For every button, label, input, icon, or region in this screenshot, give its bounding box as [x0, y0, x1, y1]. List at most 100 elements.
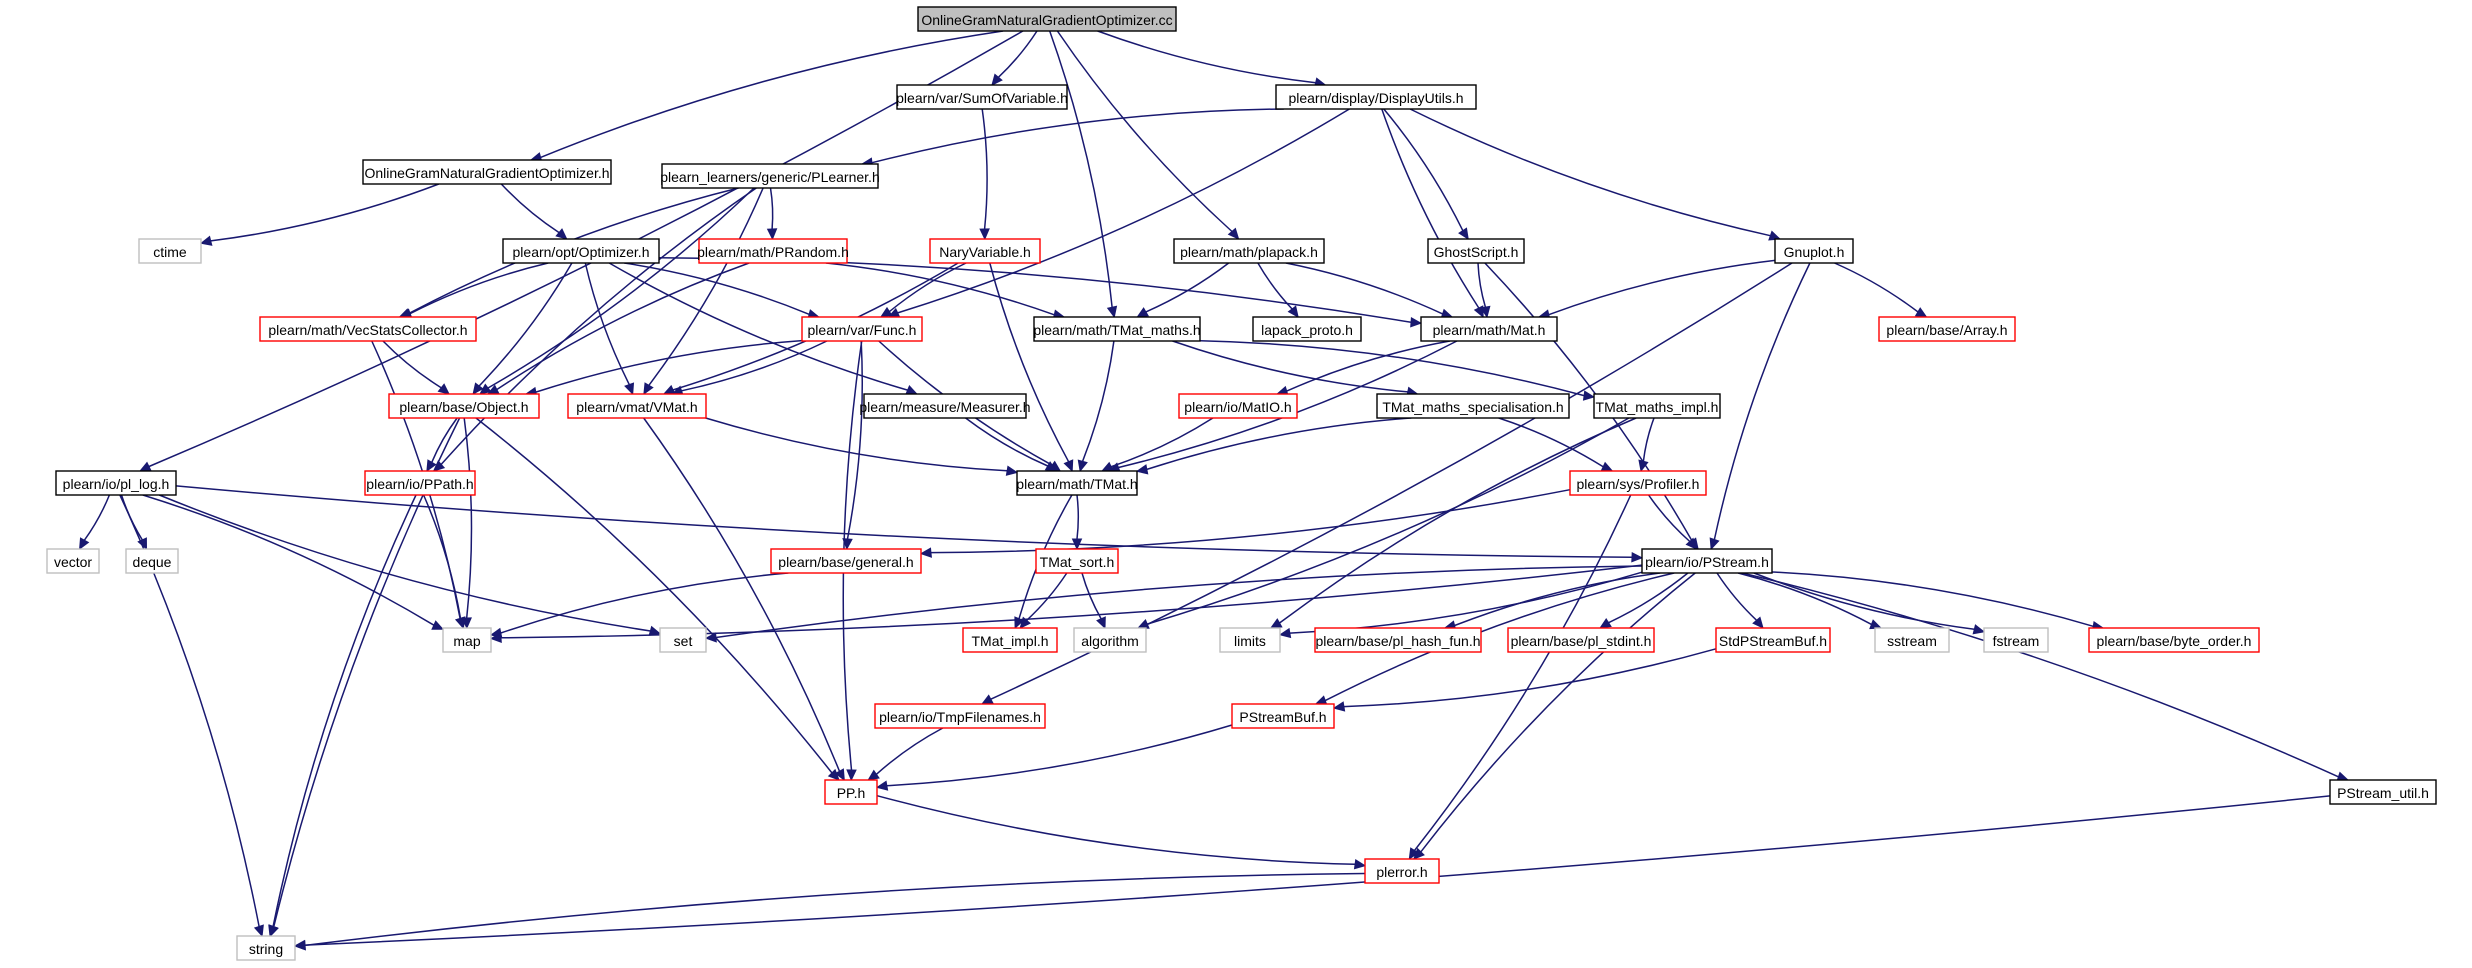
edge-displayutils-to-mat: [1381, 108, 1480, 309]
arrowhead-ppath-to-string: [268, 924, 279, 938]
edge-tmatmaths-to-tmatspec: [1172, 340, 1408, 393]
node-plearner[interactable]: plearn_learners/generic/PLearner.h: [660, 163, 880, 189]
node-label-tmatsort: TMat_sort.h: [1040, 554, 1115, 570]
node-box-sstream: [1874, 627, 1950, 653]
node-tmatsort[interactable]: TMat_sort.h: [1035, 548, 1119, 574]
arrowhead-pstream-to-stdpsbuf: [1752, 616, 1764, 629]
edge-root-to-tmatmaths: [1048, 30, 1113, 308]
arrowhead-vmat-to-tmat: [1005, 465, 1019, 476]
node-tmpfilenames[interactable]: plearn/io/TmpFilenames.h: [874, 703, 1046, 729]
node-pllog[interactable]: plearn/io/pl_log.h: [55, 470, 177, 496]
node-label-lapack: lapack_proto.h: [1261, 322, 1353, 338]
node-naryvar[interactable]: NaryVariable.h: [929, 238, 1041, 264]
edge-gnuplot-to-array: [1834, 262, 1919, 313]
arrowhead-plearner-to-vmat: [643, 382, 654, 396]
node-label-tmatspec: TMat_maths_specialisation.h: [1382, 399, 1563, 415]
node-ppath[interactable]: plearn/io/PPath.h: [364, 470, 476, 496]
edge-prandom-to-tmatmaths: [825, 262, 1055, 316]
edge-profiler-to-plerror: [1413, 494, 1632, 851]
node-tmat[interactable]: plearn/math/TMat.h: [1016, 470, 1138, 496]
node-plapack[interactable]: plearn/math/plapack.h: [1173, 238, 1325, 264]
arrowhead-tmatsort-to-algorithm: [1096, 616, 1106, 630]
node-byteorder[interactable]: plearn/base/byte_order.h: [2088, 627, 2260, 653]
node-func[interactable]: plearn/var/Func.h: [801, 316, 923, 342]
node-root[interactable]: OnlineGramNaturalGradientOptimizer.cc: [917, 6, 1177, 32]
edge-plearner-to-object: [487, 187, 755, 389]
node-stdpsbuf[interactable]: StdPStreamBuf.h: [1715, 627, 1831, 653]
node-set: set: [659, 627, 707, 653]
node-tmatmaths[interactable]: plearn/math/TMat_maths.h: [1033, 316, 1201, 342]
edge-pstream-to-stdpsbuf: [1716, 572, 1758, 621]
node-label-psbuf: PStreamBuf.h: [1239, 709, 1326, 725]
node-box-vector: [46, 548, 100, 574]
edge-optimizer-to-func: [624, 262, 810, 315]
edge-object-to-pp: [475, 417, 833, 774]
node-pstreamutil[interactable]: PStream_util.h: [2329, 779, 2437, 805]
node-prandom[interactable]: plearn/math/PRandom.h: [697, 238, 849, 264]
node-pstream[interactable]: plearn/io/PStream.h: [1641, 548, 1773, 574]
edge-general-to-map: [500, 572, 789, 634]
node-box-map: [442, 627, 492, 653]
node-hashfun[interactable]: plearn/base/pl_hash_fun.h: [1314, 627, 1482, 653]
node-label-pstream: plearn/io/PStream.h: [1645, 554, 1769, 570]
node-tmatimpl[interactable]: TMat_impl.h: [962, 627, 1058, 653]
node-label-naryvar: NaryVariable.h: [939, 244, 1031, 260]
node-box-general: [770, 548, 922, 574]
node-measurer[interactable]: plearn/measure/Measurer.h: [859, 393, 1031, 419]
edge-ppath-to-map: [422, 494, 462, 619]
node-label-sstream: sstream: [1887, 633, 1937, 649]
arrowhead-pllog-to-vector: [79, 537, 90, 551]
node-box-tmatsort: [1035, 548, 1119, 574]
edge-pstream-to-stdint: [1608, 572, 1689, 624]
edge-func-to-vmat: [681, 340, 828, 392]
arrowhead-optimizer-to-vmat: [624, 382, 635, 396]
node-pp[interactable]: PP.h: [824, 779, 878, 805]
arrowhead-tmpfilenames-to-pp: [867, 769, 880, 781]
node-object[interactable]: plearn/base/Object.h: [388, 393, 540, 419]
node-vecstats[interactable]: plearn/math/VecStatsCollector.h: [259, 316, 477, 342]
node-profiler[interactable]: plearn/sys/Profiler.h: [1569, 470, 1707, 496]
node-displayutils[interactable]: plearn/display/DisplayUtils.h: [1275, 84, 1477, 110]
edge-tmatmaths-to-tmatimplh: [1199, 340, 1585, 397]
arrowhead-root-to-plapack: [1227, 227, 1240, 240]
node-matio[interactable]: plearn/io/MatIO.h: [1178, 393, 1298, 419]
arrowhead-tmatimplh-to-algorithm: [1136, 618, 1150, 629]
node-box-pstreamutil: [2329, 779, 2437, 805]
node-stdint[interactable]: plearn/base/pl_stdint.h: [1507, 627, 1655, 653]
edge-func-to-object: [535, 339, 803, 393]
arrowhead-root-to-pllog: [139, 461, 152, 472]
node-mat[interactable]: plearn/math/Mat.h: [1420, 316, 1558, 342]
node-box-object: [388, 393, 540, 419]
nodes-layer: OnlineGramNaturalGradientOptimizer.ccOnl…: [46, 6, 2437, 961]
node-box-vecstats: [259, 316, 477, 342]
node-psbuf[interactable]: PStreamBuf.h: [1231, 703, 1335, 729]
node-array[interactable]: plearn/base/Array.h: [1878, 316, 2016, 342]
node-label-prandom: plearn/math/PRandom.h: [697, 244, 849, 260]
arrowhead-profiler-to-pstream: [1685, 537, 1698, 550]
node-gnuplot[interactable]: Gnuplot.h: [1774, 238, 1854, 264]
node-vmat[interactable]: plearn/vmat/VMat.h: [567, 393, 707, 419]
node-general[interactable]: plearn/base/general.h: [770, 548, 922, 574]
node-label-object: plearn/base/Object.h: [399, 399, 528, 415]
node-label-plerror: plerror.h: [1376, 864, 1427, 880]
edge-root-to-displayutils: [1097, 30, 1316, 84]
node-sumofvar[interactable]: plearn/var/SumOfVariable.h: [896, 84, 1068, 110]
node-label-tmatmaths: plearn/math/TMat_maths.h: [1033, 322, 1200, 338]
arrowhead-tmatspec-to-tmat: [1135, 464, 1149, 475]
arrowhead-tmatmaths-to-tmatimplh: [1582, 390, 1596, 401]
node-label-vector: vector: [54, 554, 92, 570]
node-plerror[interactable]: plerror.h: [1364, 858, 1440, 884]
node-optimizer[interactable]: plearn/opt/Optimizer.h: [502, 238, 660, 264]
node-lapack[interactable]: lapack_proto.h: [1252, 316, 1362, 342]
node-ogngo_h[interactable]: OnlineGramNaturalGradientOptimizer.h: [362, 159, 612, 185]
node-tmatimplh[interactable]: TMat_maths_impl.h: [1593, 393, 1721, 419]
arrowhead-tmatimplh-to-limits: [1269, 618, 1283, 629]
node-label-matio: plearn/io/MatIO.h: [1184, 399, 1291, 415]
node-ghostscript[interactable]: GhostScript.h: [1427, 238, 1525, 264]
node-box-lapack: [1252, 316, 1362, 342]
edge-tmatimplh-to-algorithm: [1146, 417, 1630, 625]
node-tmatspec[interactable]: TMat_maths_specialisation.h: [1376, 393, 1570, 419]
node-label-deque: deque: [133, 554, 172, 570]
edge-pllog-to-set: [159, 494, 651, 632]
edge-optimizer-to-vmat: [584, 262, 630, 385]
